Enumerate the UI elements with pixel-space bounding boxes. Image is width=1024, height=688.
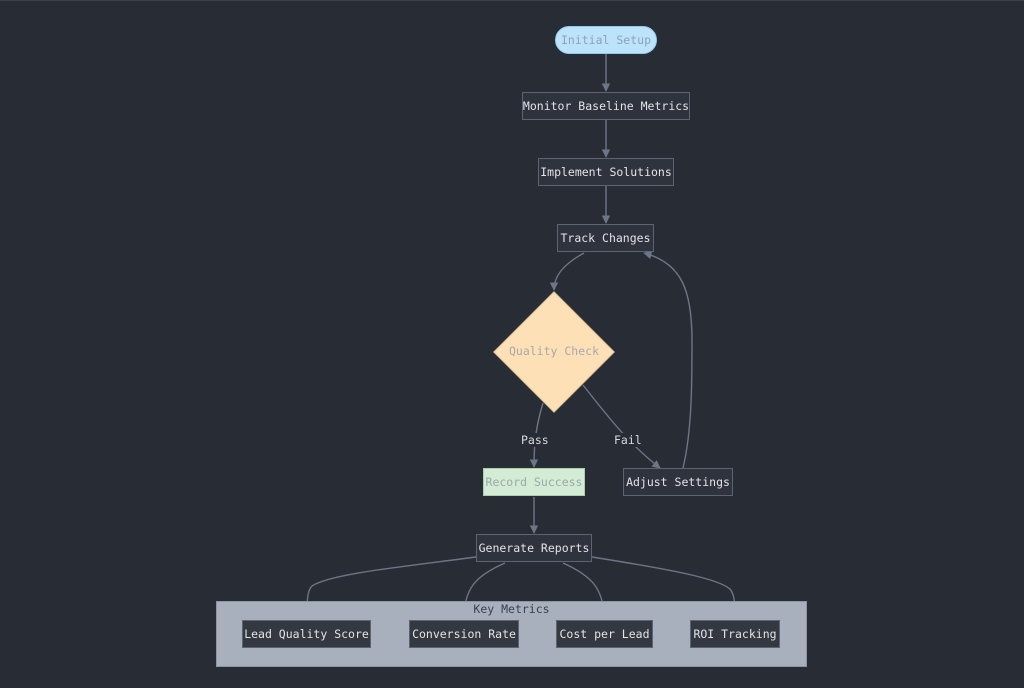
node-monitor-baseline-metrics: Monitor Baseline Metrics (522, 92, 690, 120)
metric-conversion-rate: Conversion Rate (409, 620, 519, 648)
node-quality-check-label: Quality Check (508, 344, 599, 358)
edge-track-to-quality (549, 252, 585, 291)
node-track-changes: Track Changes (557, 224, 654, 252)
subgraph-key-metrics-title: Key Metrics (473, 602, 550, 616)
metric-roi-tracking: ROI Tracking (690, 620, 780, 648)
edge-adjust-to-track (643, 250, 693, 469)
edge-quality-to-adjust (582, 384, 661, 469)
edge-label-pass: Pass (519, 433, 551, 447)
node-record-success: Record Success (483, 468, 585, 496)
node-generate-reports: Generate Reports (476, 534, 592, 562)
node-adjust-settings: Adjust Settings (623, 468, 733, 496)
metric-lead-quality-score: Lead Quality Score (242, 620, 371, 648)
node-initial-setup: Initial Setup (555, 26, 657, 54)
node-implement-solutions: Implement Solutions (538, 158, 674, 186)
edge-label-fail: Fail (612, 433, 644, 447)
metric-cost-per-lead: Cost per Lead (556, 620, 653, 648)
